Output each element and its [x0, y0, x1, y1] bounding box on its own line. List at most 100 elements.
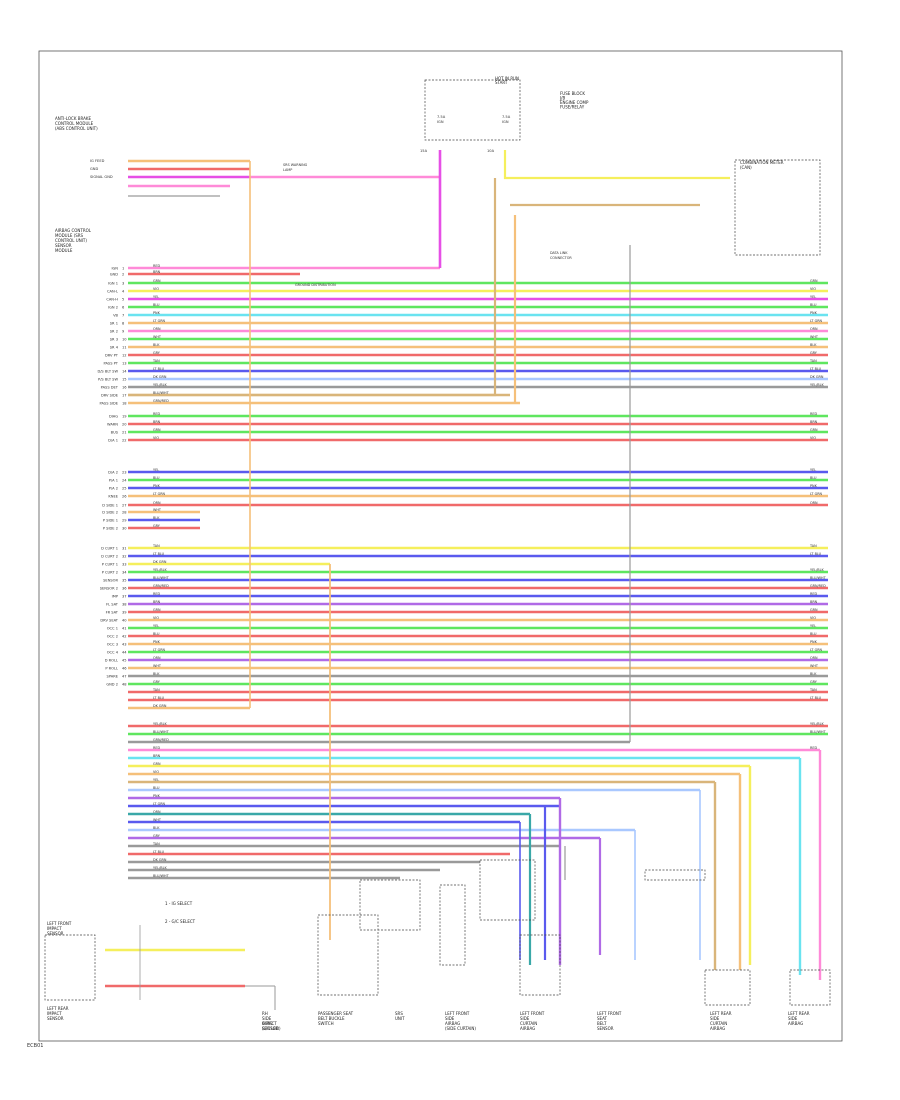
pin-number: 25: [122, 486, 127, 490]
wire-color-label: YEL: [810, 468, 816, 472]
wire-color-label: BRN: [810, 600, 818, 604]
component-label: LEFT FRONT: [597, 1011, 622, 1016]
wire-color-label: TAN: [152, 359, 160, 363]
component-label: AIRBAG: [445, 1021, 460, 1026]
pin-label: D/A 1: [108, 438, 118, 442]
wire-color-label: BRN: [153, 420, 161, 424]
main-ecu-label: CONTROL UNIT): [55, 238, 87, 243]
pin-number: 36: [122, 586, 127, 590]
fuse-label: 7.5A: [502, 115, 511, 119]
pin-number: 16: [122, 385, 127, 389]
pin-number: 28: [122, 510, 127, 514]
wire-color-label: ORN: [153, 327, 161, 331]
wire-color-label: GRN: [810, 428, 818, 432]
pin-number: 17: [122, 393, 127, 397]
wire-color-label: YEL/BLK: [810, 383, 824, 387]
pin-number: 18: [122, 401, 127, 405]
pin-label: DRV PT: [105, 353, 119, 357]
pin-label: D/A 2: [108, 470, 118, 474]
component-label: LEFT FRONT: [520, 1011, 545, 1016]
wire-color-label: VIO: [153, 287, 159, 291]
pin-number: 44: [122, 650, 127, 654]
pin-label: OCC 2: [107, 634, 118, 638]
legend-item: 1 - IG SELECT: [165, 901, 193, 906]
wire-color-label: GRN: [810, 279, 818, 283]
wire-color-label: GRN/RED: [153, 584, 169, 588]
pin-label: P/A 2: [109, 486, 118, 490]
wire-color-label: GRN: [153, 428, 161, 432]
component-label: SRS: [395, 1011, 403, 1016]
srs-warning-label: SRS WARNING: [283, 163, 308, 167]
component-label: SIDE: [445, 1016, 455, 1021]
data-link-label: CONNECTOR: [550, 256, 572, 260]
wire-color-label: TAN: [809, 688, 817, 692]
pin-number: 32: [122, 554, 127, 558]
wire-color-label: LT GRN: [810, 319, 823, 323]
pin-label: CAN-L: [107, 289, 118, 293]
pin-number: 3: [122, 281, 124, 285]
wire-color-label: ORN: [810, 656, 818, 660]
wire-color-label: RED: [810, 746, 817, 750]
wire-color-label: WHT: [153, 508, 162, 512]
impact-sensor-box: [44, 934, 96, 1001]
wire-color-label: TAN: [809, 544, 817, 548]
wire-color-label: BLK: [153, 672, 160, 676]
wire-color-label: BLK: [810, 672, 817, 676]
pin-label: SR 3: [110, 337, 118, 341]
component-label: SIDE: [262, 1016, 272, 1021]
wire-color-label: BLU/WHT: [810, 730, 827, 734]
wire-color-label: YEL/BLK: [153, 568, 167, 572]
wire-color-label: BRN: [153, 600, 161, 604]
pin-label: D SIDE 2: [102, 510, 118, 514]
component-label: LEFT FRONT: [445, 1011, 470, 1016]
ground-distribution-label: GROUND DISTRIBUTION: [295, 283, 336, 287]
wire-color-label: ORN: [153, 656, 161, 660]
pin-label: PASS DET: [101, 385, 119, 389]
wire-color-label: PNK: [810, 311, 818, 315]
pin-label: IGN 1: [108, 281, 118, 285]
pin-label: DRV SIDE: [101, 393, 119, 397]
junction-note: FUSE/RELAY: [560, 105, 585, 110]
junction-note: FUSE BLOCK: [560, 91, 585, 96]
ignition-title: START: [495, 80, 508, 85]
pin-label: PASS SIDE: [100, 401, 119, 405]
pin-label: VB: [113, 313, 118, 317]
impact-sensor-label: LEFT REAR: [47, 1006, 69, 1011]
pin-number: 6: [122, 305, 125, 309]
wire-color-label: WHT: [153, 335, 162, 339]
pin-number: 47: [122, 674, 127, 678]
impact-sensor-label: SENSOR: [47, 1016, 64, 1021]
wire-color-label: BLU: [810, 476, 817, 480]
component-label: SENSOR: [262, 1026, 279, 1031]
side-airbag-box: [439, 884, 466, 966]
ground-label: G202: [262, 1021, 273, 1026]
abs-module-label: CONTROL MODULE: [55, 121, 94, 126]
wire-color-label: PNK: [810, 640, 818, 644]
component-label: SENSOR: [597, 1026, 614, 1031]
wire-color-label: LT BLU: [810, 696, 822, 700]
wire-color-label: WHT: [810, 664, 819, 668]
main-ecu-label: SENSOR: [55, 243, 72, 248]
pin-label: DIAG: [109, 414, 118, 418]
wire-color-label: GRN/RED: [153, 399, 169, 403]
wire-color-label: RED: [810, 412, 817, 416]
wire-color-label: RED: [153, 264, 160, 268]
pin-number: 40: [122, 618, 127, 622]
pin-number: 15: [122, 377, 127, 381]
pin-label: PASS PT: [104, 361, 119, 365]
wire-color-label: YEL: [810, 624, 816, 628]
wire-color-label: BRN: [810, 420, 818, 424]
pin-label: D CURT 1: [101, 546, 118, 550]
component-label: RH: [262, 1011, 268, 1016]
pin-label: SR 4: [110, 345, 119, 349]
pin-label: P/A 1: [109, 478, 118, 482]
component-label: AIRBAG: [710, 1026, 725, 1031]
impact-sensor-label: IMPACT: [47, 1011, 62, 1016]
wire-color-label: YEL/BLK: [810, 568, 824, 572]
wire-color-label: WHT: [810, 335, 819, 339]
wire-color-label: GRN/RED: [153, 738, 169, 742]
wire-color-label: RED: [153, 412, 160, 416]
wire-color-label: TAN: [152, 688, 160, 692]
wire-color-label: BLU/WHT: [153, 576, 170, 580]
